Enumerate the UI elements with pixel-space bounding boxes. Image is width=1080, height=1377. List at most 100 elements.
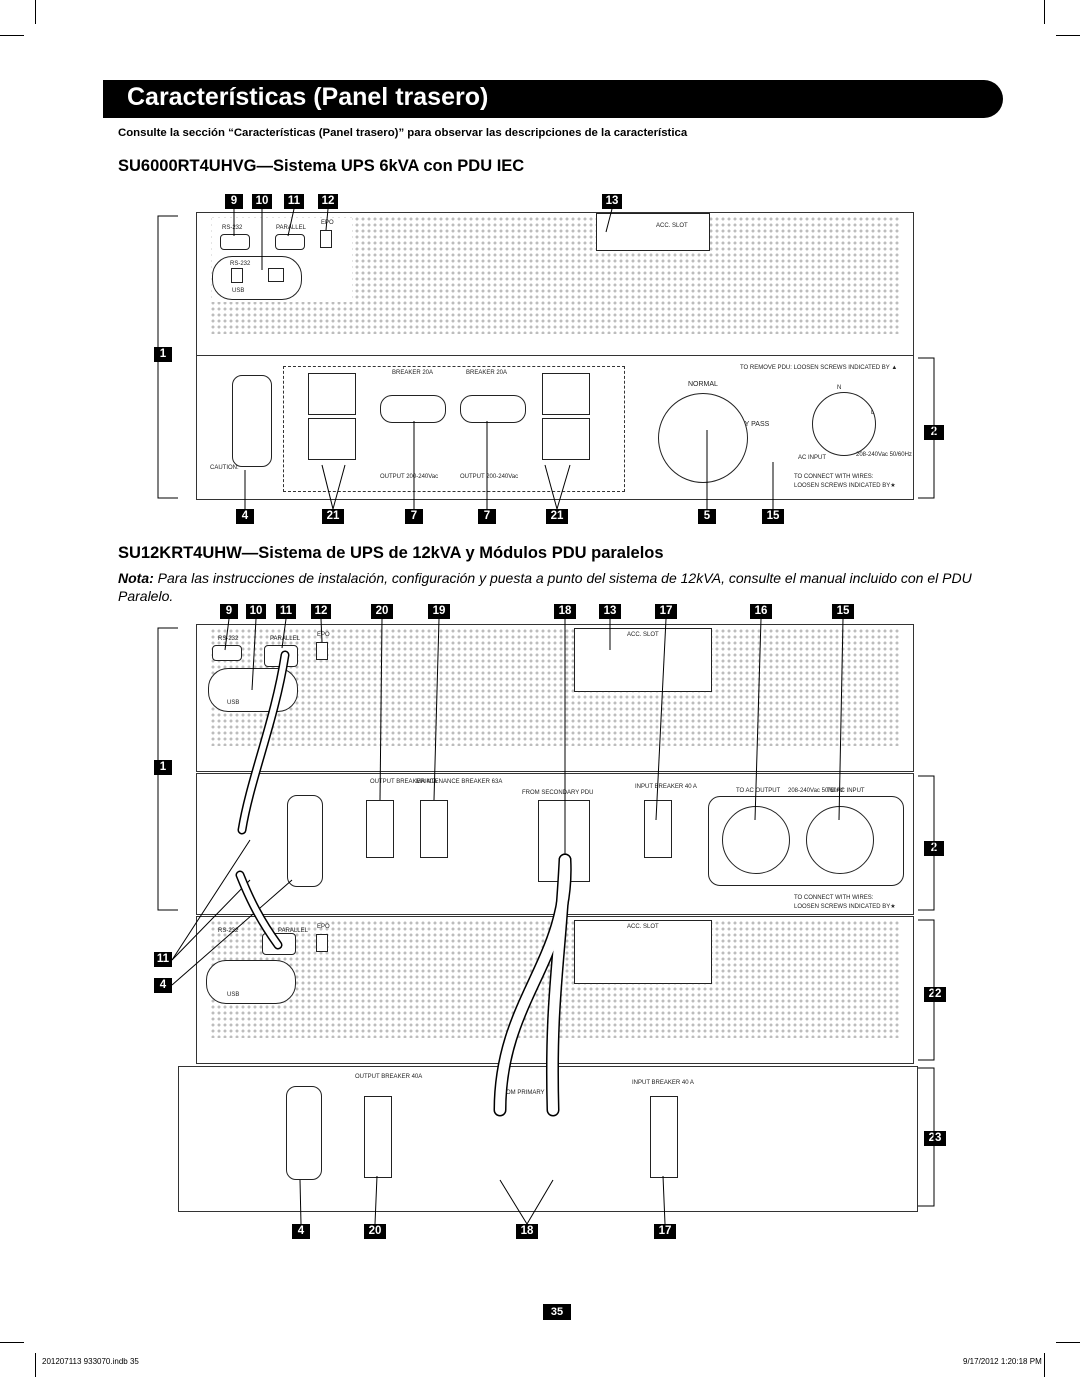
battery-connector[interactable] xyxy=(287,795,323,887)
rs232-label: RS-232 xyxy=(218,636,239,642)
ac-input-connector[interactable] xyxy=(812,392,876,456)
acc-slot-label: ACC. SLOT xyxy=(627,632,659,638)
callout-badge: 18 xyxy=(554,604,576,619)
ac-output-connector[interactable] xyxy=(722,806,790,874)
c19-outlet[interactable] xyxy=(542,373,590,415)
output-label: OUTPUT 200-240Vac xyxy=(380,474,439,480)
battery-connector[interactable] xyxy=(286,1086,322,1180)
rs232-port[interactable] xyxy=(212,645,242,661)
maintenance-breaker[interactable] xyxy=(420,800,448,858)
bypass-rotary-switch[interactable] xyxy=(658,393,748,483)
title-bar xyxy=(103,80,1003,118)
usb-area xyxy=(206,960,296,1004)
acc-slot-label: ACC. SLOT xyxy=(656,223,688,229)
footer-left: 201207113 933070.indb 35 xyxy=(42,1357,139,1366)
breaker-label: BREAKER 20A xyxy=(392,370,434,376)
callout-badge: 20 xyxy=(364,1224,386,1239)
section1-heading: SU6000RT4UHVG—Sistema UPS 6kVA con PDU I… xyxy=(118,157,525,175)
n-label: N xyxy=(837,385,842,391)
connect-wires-note: TO CONNECT WITH WIRES: xyxy=(794,474,874,480)
callout-badge: 10 xyxy=(252,194,272,209)
parallel-port[interactable] xyxy=(275,234,305,250)
callout-badge: 9 xyxy=(225,194,243,209)
output-label: OUTPUT 200-240Vac xyxy=(460,474,519,480)
callout-badge: 19 xyxy=(428,604,450,619)
connect-wires-note: TO CONNECT WITH WIRES: xyxy=(794,895,874,901)
callout-badge: 11 xyxy=(284,194,304,209)
callout-badge: 12 xyxy=(318,194,338,209)
callout-badge: 15 xyxy=(762,509,784,524)
rs232-label: RS-232 xyxy=(218,928,239,934)
battery-connector[interactable] xyxy=(232,375,272,467)
bypass-label: BY PASS xyxy=(740,421,770,428)
callout-badge: 10 xyxy=(246,604,266,619)
epo-label: EPO xyxy=(317,924,330,930)
note-text: Para las instrucciones de instalación, c… xyxy=(118,570,972,604)
callout-badge: 7 xyxy=(478,509,496,524)
callout-badge: 4 xyxy=(154,978,172,993)
c19-outlet[interactable] xyxy=(308,373,356,415)
epo-port[interactable] xyxy=(316,642,328,660)
usb-port[interactable] xyxy=(268,268,284,282)
ac-input-rating: 208-240Vac 50/60Hz xyxy=(856,452,912,458)
ac-input-connector[interactable] xyxy=(806,806,874,874)
loosen-screws-note: LOOSEN SCREWS INDICATED BY★ xyxy=(794,904,896,910)
loosen-screws-note: LOOSEN SCREWS INDICATED BY★ xyxy=(794,483,896,489)
input-breaker-label: INPUT BREAKER 40 A xyxy=(632,1080,694,1086)
page-title: Características (Panel trasero) xyxy=(127,83,489,111)
dip-switch[interactable] xyxy=(231,268,243,283)
accessory-slot[interactable] xyxy=(574,628,712,692)
callout-badge: 18 xyxy=(516,1224,538,1239)
from-primary-label: FROM PRIMARY PDU xyxy=(498,1090,559,1096)
callout-badge: 9 xyxy=(220,604,238,619)
usb-label: USB xyxy=(232,288,245,294)
callout-badge: 22 xyxy=(924,987,946,1002)
callout-badge: 11 xyxy=(276,604,296,619)
c19-outlet[interactable] xyxy=(308,418,356,460)
usb-label: USB xyxy=(227,992,240,998)
parallel-label: PARALLEL xyxy=(270,636,300,642)
callout-badge: 15 xyxy=(832,604,854,619)
callout-badge: 17 xyxy=(654,1224,676,1239)
remove-pdu-note: TO REMOVE PDU: LOOSEN SCREWS INDICATED B… xyxy=(740,365,898,371)
to-ac-input-label: TO AC INPUT xyxy=(827,788,865,794)
to-ac-output-label: TO AC OUTPUT xyxy=(736,788,781,794)
epo-port[interactable] xyxy=(320,230,332,248)
epo-label: EPO xyxy=(317,632,330,638)
c19-outlet[interactable] xyxy=(542,418,590,460)
callout-badge: 23 xyxy=(924,1131,946,1146)
callout-badge: 7 xyxy=(405,509,423,524)
crop-mark xyxy=(35,0,36,24)
accessory-slot[interactable] xyxy=(574,920,712,984)
accessory-slot[interactable] xyxy=(596,213,710,251)
rs232-small-label: RS-232 xyxy=(230,261,251,267)
breaker-switch[interactable] xyxy=(380,395,446,423)
callout-badge: 4 xyxy=(236,509,254,524)
caution-label: CAUTION: xyxy=(210,465,239,471)
crop-mark xyxy=(1056,35,1080,36)
callout-badge: 16 xyxy=(750,604,772,619)
input-breaker[interactable] xyxy=(644,800,672,858)
rating-label: 208-240Vac 50/60Hz xyxy=(788,788,844,794)
callout-badge: 21 xyxy=(546,509,568,524)
callout-badge: 13 xyxy=(599,604,621,619)
epo-port[interactable] xyxy=(316,934,328,952)
callout-badge: 21 xyxy=(322,509,344,524)
breaker-switch[interactable] xyxy=(460,395,526,423)
acc-slot-label: ACC. SLOT xyxy=(627,924,659,930)
rs232-port[interactable] xyxy=(220,234,250,250)
usb-area xyxy=(212,256,302,300)
callout-badge: 13 xyxy=(602,194,622,209)
callout-badge: 20 xyxy=(371,604,393,619)
ac-input-label: AC INPUT xyxy=(798,455,827,461)
page-number: 35 xyxy=(543,1304,571,1320)
output-breaker[interactable] xyxy=(366,800,394,858)
crop-mark xyxy=(0,1342,24,1343)
epo-label: EPO xyxy=(321,220,334,226)
callout-badge: 5 xyxy=(698,509,716,524)
output-breaker-label: OUTPUT BREAKER 40A xyxy=(355,1074,423,1080)
input-breaker[interactable] xyxy=(650,1096,678,1178)
parallel-label: PARALLEL xyxy=(276,225,306,231)
output-breaker[interactable] xyxy=(364,1096,392,1178)
